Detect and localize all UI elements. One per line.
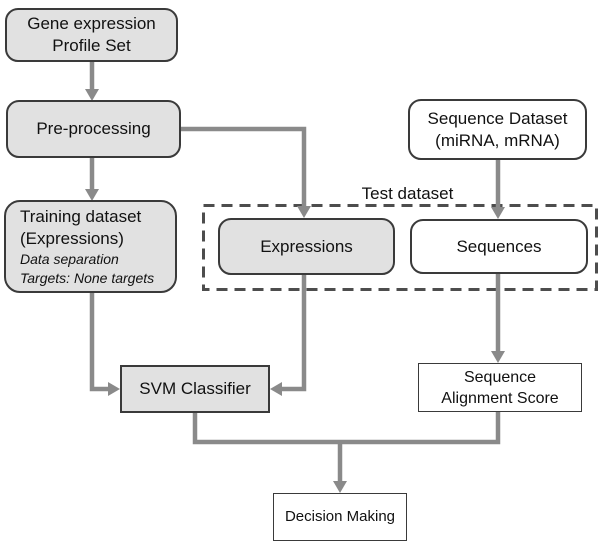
expressions-label: Expressions <box>260 236 353 256</box>
arrow-training-to-svm <box>89 293 108 392</box>
test-dataset-group-border <box>202 204 598 291</box>
node-training-dataset: Training dataset (Expressions) Data sepa… <box>4 200 177 293</box>
training-dataset-line1: Training dataset <box>20 206 142 226</box>
node-sequence-dataset: Sequence Dataset (miRNA, mRNA) <box>408 99 587 160</box>
pre-processing-label: Pre-processing <box>36 119 151 138</box>
node-pre-processing: Pre-processing <box>6 100 181 158</box>
arrowhead-merge-to-decision <box>333 481 347 493</box>
arrowhead-preprocessing-to-training <box>85 189 99 201</box>
node-sequence-alignment-score: Sequence Alignment Score <box>418 363 582 412</box>
arrow-expressions-to-svm <box>282 275 307 392</box>
training-dataset-note1: Data separation <box>20 250 119 267</box>
node-svm-classifier: SVM Classifier <box>120 365 270 413</box>
sequence-alignment-score-line2: Alignment Score <box>441 389 559 407</box>
decision-making-label: Decision Making <box>284 508 396 525</box>
node-gene-expression-profile-set: Gene expression Profile Set <box>5 8 178 62</box>
sequences-label: Sequences <box>456 236 542 256</box>
arrowhead-expressions-to-svm <box>270 382 282 396</box>
sequence-dataset-line1: Sequence Dataset <box>427 108 568 128</box>
svm-classifier-label: SVM Classifier <box>139 379 251 398</box>
sequence-dataset-line2: (miRNA, mRNA) <box>435 130 560 150</box>
arrow-preprocessing-to-expressions <box>181 126 307 206</box>
node-decision-making: Decision Making <box>273 493 407 541</box>
training-dataset-note2: Targets: None targets <box>20 269 155 286</box>
gene-expression-line1: Gene expression <box>27 14 156 33</box>
training-dataset-line2: (Expressions) <box>20 228 124 248</box>
arrowhead-preprocessing-to-expressions <box>297 206 311 218</box>
sequence-alignment-score-line1: Sequence <box>463 368 537 386</box>
node-expressions: Expressions <box>218 218 395 275</box>
gene-expression-line2: Profile Set <box>52 36 131 55</box>
test-dataset-group-label: Test dataset <box>361 184 454 203</box>
connector-merge-bar <box>192 412 501 445</box>
arrowhead-sequence-dataset-to-sequences <box>491 207 505 219</box>
arrowhead-sequences-to-alignment-score <box>491 351 505 363</box>
arrowhead-gene-to-preprocessing <box>85 89 99 101</box>
node-sequences: Sequences <box>410 219 588 274</box>
arrowhead-training-to-svm <box>108 382 120 396</box>
